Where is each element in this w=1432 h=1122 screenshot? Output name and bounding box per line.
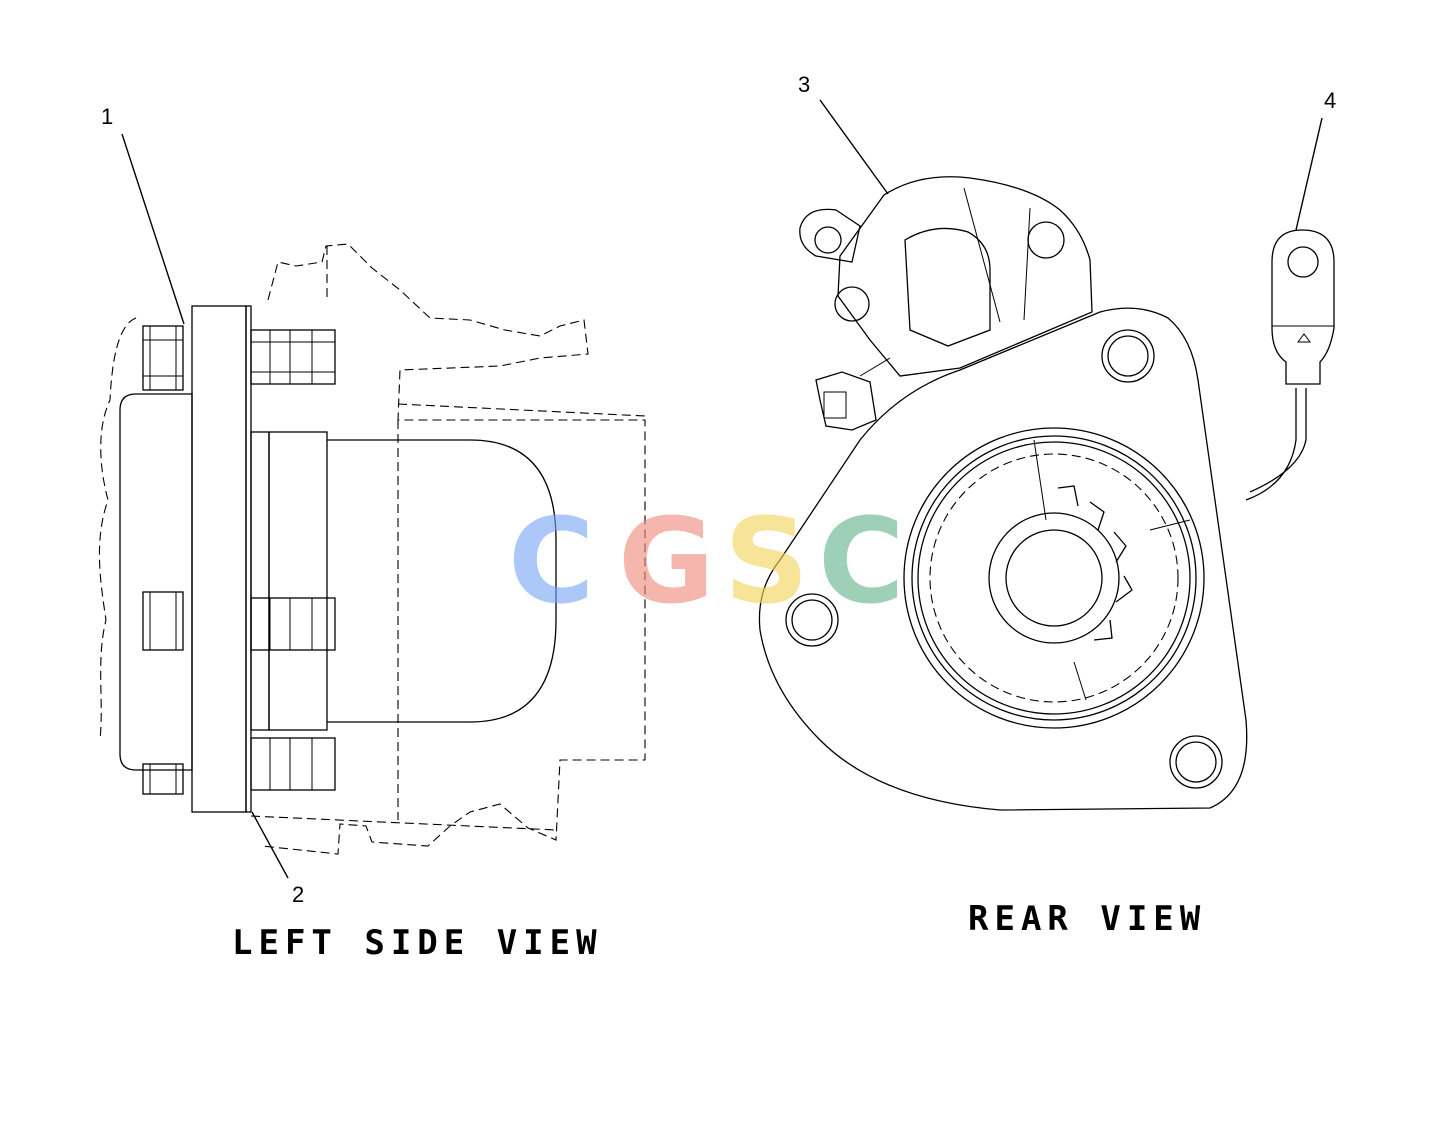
rear-view-title: REAR VIEW: [968, 899, 1206, 939]
callout-3: 3: [798, 72, 810, 97]
callout-2: 2: [292, 882, 304, 907]
left-side-view-drawing: [98, 243, 646, 855]
ground-terminal-icon: [1271, 229, 1335, 385]
stud-upper-icon: [250, 329, 336, 385]
watermark-logo: C G S C: [508, 492, 905, 630]
watermark-letter-1: C: [508, 492, 595, 630]
pinion-gear-icon: [1057, 485, 1133, 641]
bolt-1-icon: [142, 325, 184, 391]
callout-4: 4: [1324, 88, 1336, 113]
leader-line-3: [819, 99, 889, 195]
stud-middle-icon: [250, 597, 336, 651]
left-side-view-title: LEFT SIDE VIEW: [232, 923, 603, 963]
rear-view-drawing: [758, 176, 1335, 811]
watermark-letter-4: C: [818, 492, 905, 630]
callout-1: 1: [101, 104, 113, 129]
leader-line-4: [1295, 117, 1323, 231]
watermark-letter-3: S: [724, 492, 809, 630]
watermark-letter-2: G: [618, 492, 715, 630]
bolt-lower-icon: [142, 763, 184, 795]
bolt-middle-icon: [142, 591, 184, 651]
leader-line-1: [121, 133, 185, 325]
leader-line-2: [251, 811, 289, 879]
stud-lower-icon: [250, 737, 336, 791]
